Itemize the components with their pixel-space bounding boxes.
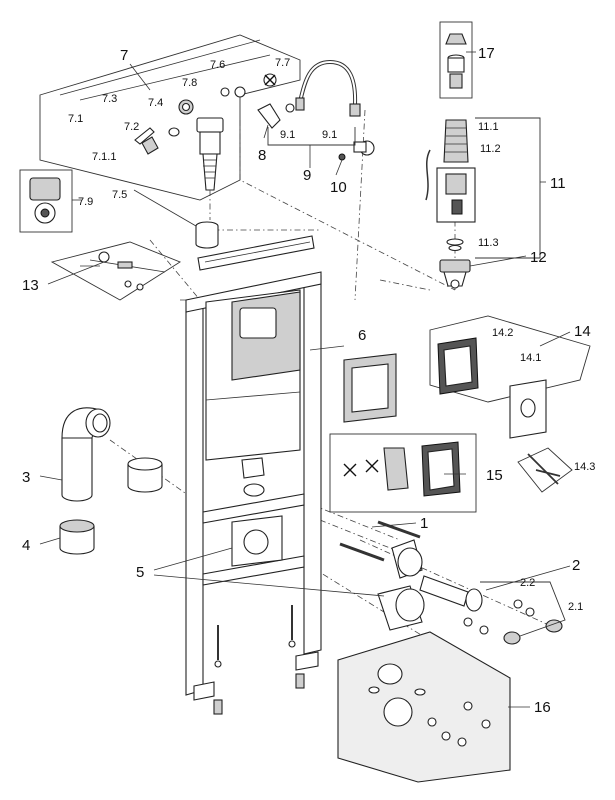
label-7-2: 7.2 xyxy=(124,121,139,133)
label-6: 6 xyxy=(358,327,366,344)
flush-valve-ribs xyxy=(445,127,468,153)
valve-seat xyxy=(439,259,471,289)
label-15: 15 xyxy=(486,467,503,484)
connection-pipes xyxy=(339,520,566,645)
label-14-3: 14.3 xyxy=(574,461,595,473)
label-10: 10 xyxy=(330,179,347,196)
label-5: 5 xyxy=(136,564,144,581)
part-labels: 7 7.6 7.7 7.8 7.3 7.4 7.1 7.2 7.1.1 7.5 … xyxy=(22,45,595,716)
flex-hose xyxy=(267,59,375,161)
fill-valve-assembly xyxy=(39,34,301,249)
label-7: 7 xyxy=(120,47,128,64)
label-14-2: 14.2 xyxy=(492,327,513,339)
inset-15 xyxy=(329,433,477,513)
label-12: 12 xyxy=(530,249,547,266)
label-8: 8 xyxy=(258,147,266,164)
label-1: 1 xyxy=(420,515,428,532)
label-11-3: 11.3 xyxy=(478,237,499,249)
flush-valve xyxy=(425,117,541,259)
label-17: 17 xyxy=(478,45,495,62)
drain-bend xyxy=(61,407,163,502)
valve-stem-rings xyxy=(203,159,217,179)
label-4: 4 xyxy=(22,537,30,554)
label-2: 2 xyxy=(572,557,580,574)
label-7-1: 7.1 xyxy=(68,113,83,125)
label-7-4: 7.4 xyxy=(148,97,163,109)
assembly-dashlines xyxy=(109,109,561,691)
label-2-1: 2.1 xyxy=(568,601,583,613)
sound-insulation-pad xyxy=(337,631,511,783)
label-3: 3 xyxy=(22,469,30,486)
label-9-1-left: 9.1 xyxy=(280,129,295,141)
label-16: 16 xyxy=(534,699,551,716)
label-7-1-1: 7.1.1 xyxy=(92,151,116,163)
label-9: 9 xyxy=(303,167,311,184)
label-7-7: 7.7 xyxy=(275,57,290,69)
label-7-5: 7.5 xyxy=(112,189,127,201)
label-leaders xyxy=(39,51,571,708)
label-7-6: 7.6 xyxy=(210,59,225,71)
label-13: 13 xyxy=(22,277,39,294)
label-7-8: 7.8 xyxy=(182,77,197,89)
service-cover-box xyxy=(343,353,397,423)
label-11-2: 11.2 xyxy=(480,143,501,155)
wall-fixing-set xyxy=(50,241,181,301)
label-11-1: 11.1 xyxy=(478,121,499,133)
screw-set-14-3 xyxy=(517,447,573,493)
label-9-1-right: 9.1 xyxy=(322,129,337,141)
label-7-3: 7.3 xyxy=(102,93,117,105)
label-2-2: 2.2 xyxy=(520,577,535,589)
part-17-stack xyxy=(439,21,473,99)
label-11: 11 xyxy=(550,175,566,192)
drain-sleeve xyxy=(59,519,95,555)
installation-frame xyxy=(185,235,322,701)
label-14: 14 xyxy=(574,323,591,340)
inset-7-9 xyxy=(19,169,73,233)
flush-plate-assembly xyxy=(429,315,591,439)
floor-screws xyxy=(213,605,305,715)
label-7-9: 7.9 xyxy=(78,196,93,208)
label-14-1: 14.1 xyxy=(520,352,541,364)
